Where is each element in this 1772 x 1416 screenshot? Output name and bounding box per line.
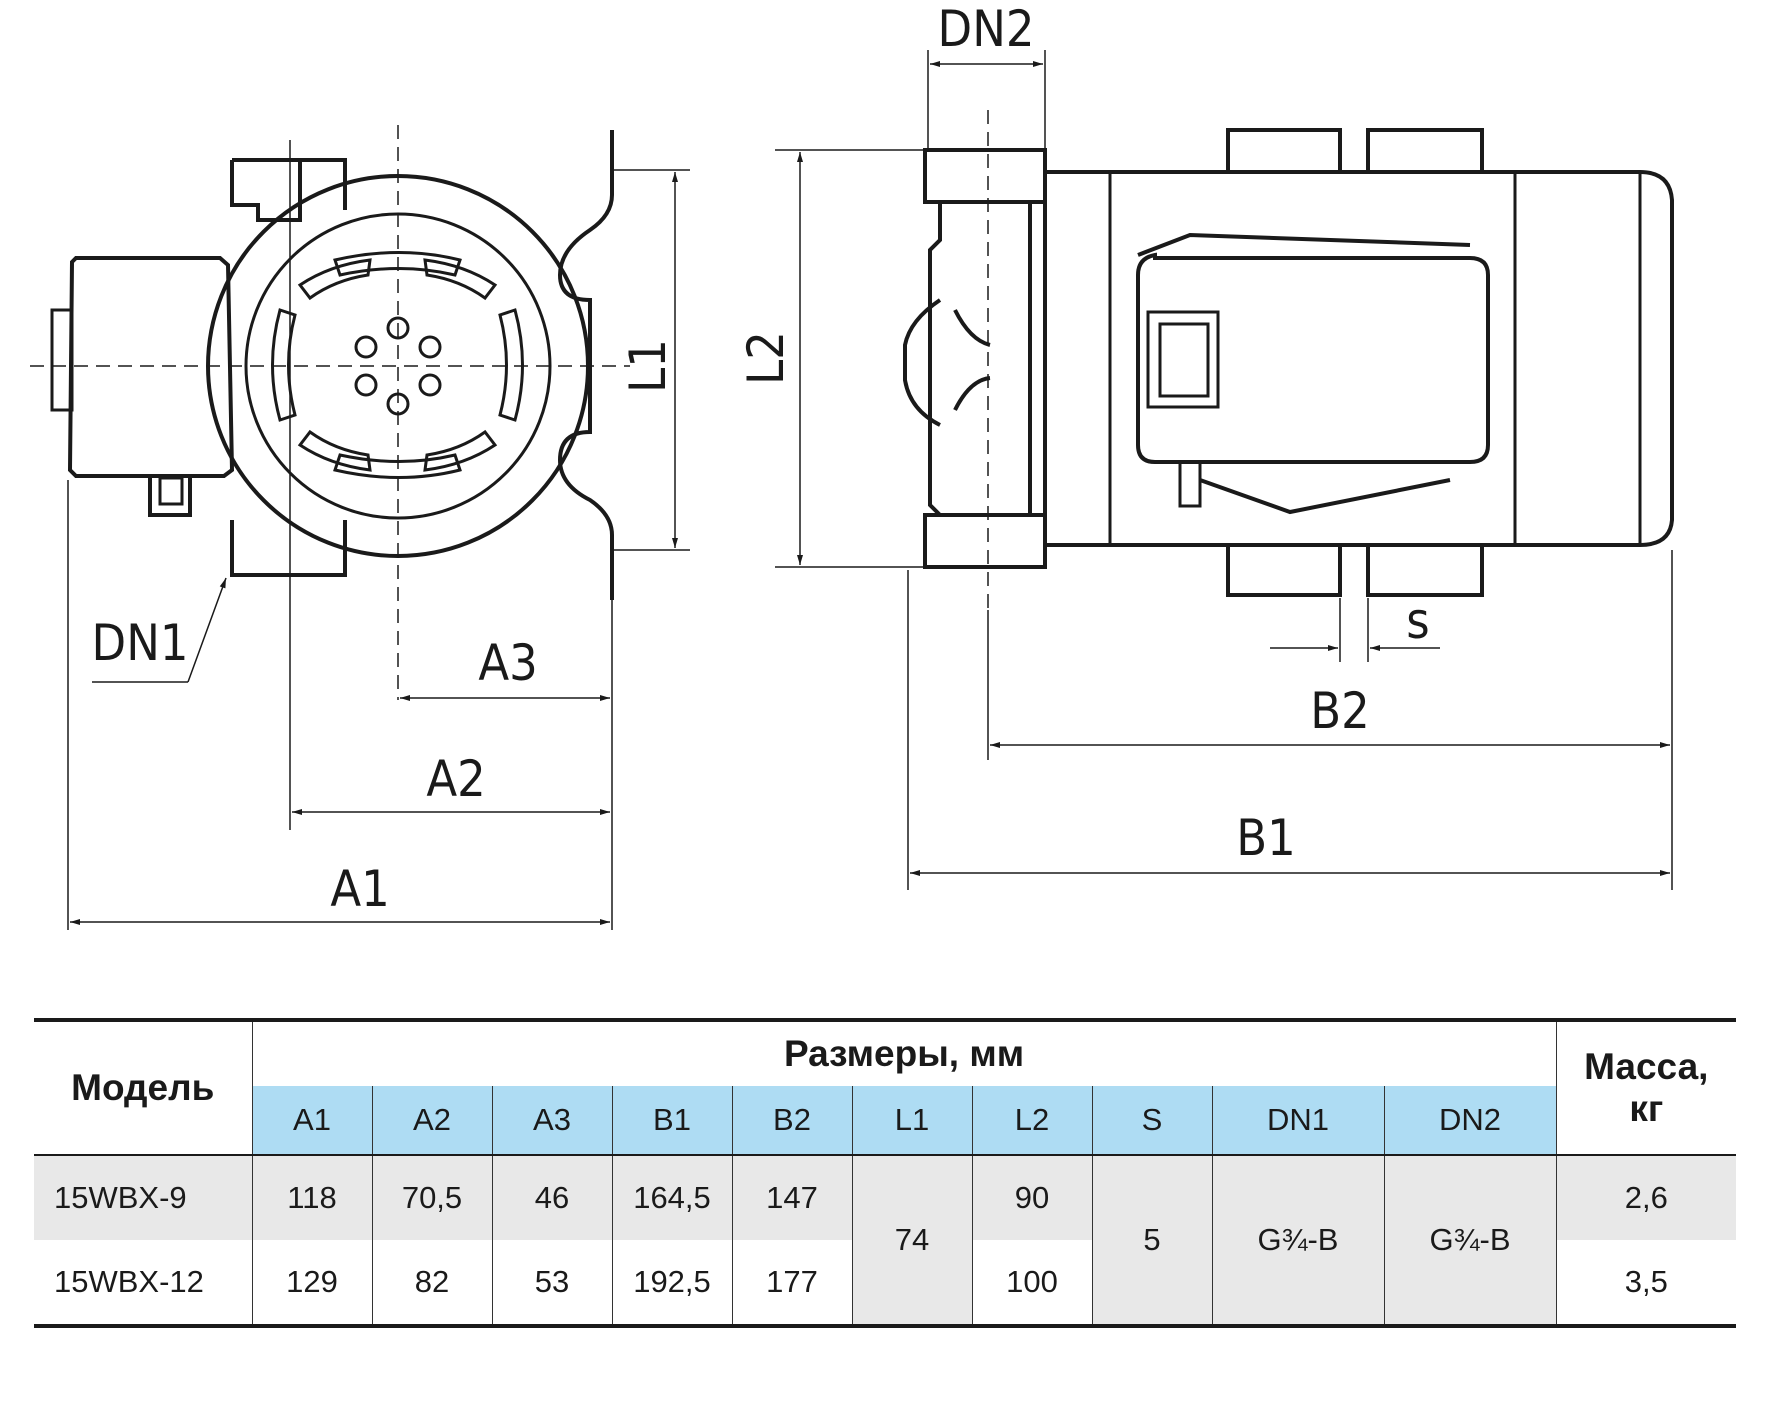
label-dn2: DN2 xyxy=(938,0,1035,58)
label-a2: A2 xyxy=(426,750,485,808)
cell-a2: 70,5 xyxy=(371,1155,492,1240)
mass-header: Масса, кг xyxy=(1555,1020,1737,1155)
cell-l2: 90 xyxy=(971,1155,1092,1240)
mass-header-line2: кг xyxy=(1629,1088,1664,1129)
specifications-table: Модель Размеры, мм Масса, кг A1 A2 A3 B1… xyxy=(34,1018,1737,1328)
label-a3: A3 xyxy=(478,634,537,692)
cell-dn1: G¾-B xyxy=(1211,1155,1384,1326)
label-s: s xyxy=(1406,592,1429,650)
cell-a1: 129 xyxy=(286,1264,338,1299)
cell-b1: 192,5 xyxy=(611,1240,732,1326)
cell-dn2: G¾-B xyxy=(1383,1155,1557,1326)
cell-a1: 118 xyxy=(252,1155,372,1240)
cell-s: 5 xyxy=(1091,1155,1212,1326)
cell-a3: 53 xyxy=(491,1240,612,1326)
col-header-a3: A3 xyxy=(491,1086,612,1155)
table-row: 15WBX-12 129 82 53 192,5 177 100 3,5 xyxy=(34,1240,1737,1326)
label-b1: B1 xyxy=(1236,809,1295,867)
col-header-dn2: DN2 xyxy=(1383,1086,1557,1155)
dimension-labels: DN2 L1 L2 DN1 A3 A2 A1 s B2 B1 xyxy=(92,0,1430,918)
col-header-a2: A2 xyxy=(371,1086,492,1155)
cell-l2: 100 xyxy=(971,1240,1092,1326)
label-a1: A1 xyxy=(330,860,389,918)
cell-b1: 164,5 xyxy=(611,1155,732,1240)
label-l1: L1 xyxy=(619,339,677,393)
mass-header-line1: Масса, xyxy=(1584,1046,1709,1087)
col-header-l1: L1 xyxy=(851,1086,972,1155)
side-view xyxy=(903,128,1674,597)
cell-b2: 147 xyxy=(731,1155,852,1240)
cell-mass: 3,5 xyxy=(1555,1240,1737,1326)
cell-l1: 74 xyxy=(851,1155,972,1326)
cell-a2: 82 xyxy=(371,1240,492,1326)
model-cell: 15WBX-12 xyxy=(34,1240,253,1326)
cell-b2: 177 xyxy=(731,1240,852,1326)
model-header: Модель xyxy=(34,1020,253,1155)
label-b2: B2 xyxy=(1310,682,1369,740)
label-l2: L2 xyxy=(737,331,795,385)
col-header-l2: L2 xyxy=(971,1086,1092,1155)
column-header-row: A1 A2 A3 B1 B2 L1 L2 S DN1 DN2 xyxy=(34,1086,1737,1155)
label-dn1: DN1 xyxy=(92,614,189,672)
cell-a3: 46 xyxy=(491,1155,612,1240)
model-cell: 15WBX-9 xyxy=(34,1155,253,1240)
col-header-s: S xyxy=(1091,1086,1212,1155)
col-header-a1: A1 xyxy=(252,1086,372,1155)
pump-technical-drawing: DN2 L1 L2 DN1 A3 A2 A1 s B2 B1 xyxy=(30,0,1674,930)
col-header-b2: B2 xyxy=(731,1086,852,1155)
cell-mass: 2,6 xyxy=(1555,1155,1737,1240)
dims-header: Размеры, мм xyxy=(783,1033,1025,1074)
col-header-b1: B1 xyxy=(611,1086,732,1155)
col-header-dn1: DN1 xyxy=(1211,1086,1384,1155)
table-row: 15WBX-9 118 70,5 46 164,5 147 74 90 5 G¾… xyxy=(34,1155,1737,1326)
front-view xyxy=(50,130,614,600)
